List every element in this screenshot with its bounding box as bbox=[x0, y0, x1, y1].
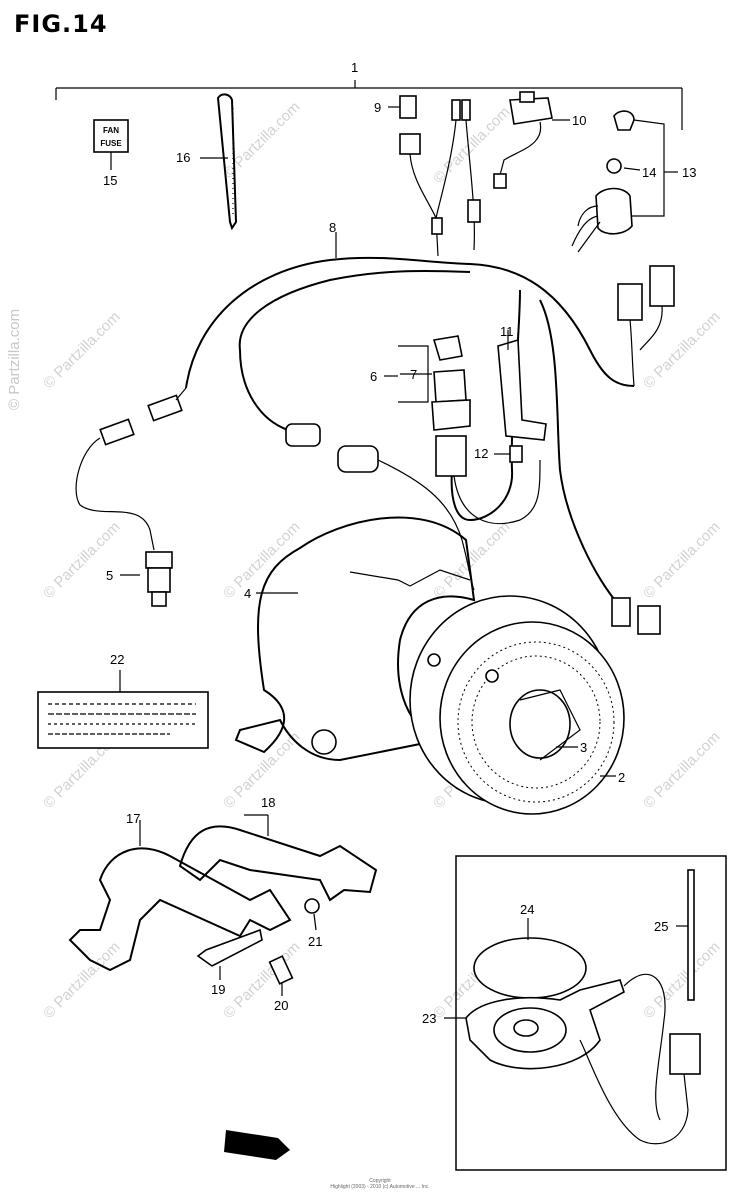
callout-4: 4 bbox=[244, 586, 251, 601]
footer-line-2: Highlight (2003) - 2010 (c) Automotive .… bbox=[330, 1184, 430, 1190]
relay-part bbox=[384, 335, 541, 525]
callout-15: 15 bbox=[103, 173, 117, 188]
callout-8: 8 bbox=[329, 220, 336, 235]
callout-12: 12 bbox=[474, 446, 488, 461]
callout-17: 17 bbox=[126, 811, 140, 826]
forward-arrow-icon bbox=[224, 1130, 290, 1160]
fan-fuse-label: FAN FUSE bbox=[93, 119, 129, 170]
callout-23: 23 bbox=[422, 1011, 436, 1026]
callout-1: 1 bbox=[351, 60, 358, 75]
fuse-label-line2: FUSE bbox=[100, 139, 122, 148]
relay-bracket-part bbox=[494, 330, 547, 463]
callout-21: 21 bbox=[308, 934, 322, 949]
thermo-switch-part bbox=[120, 551, 173, 607]
figure-title: FIG.14 bbox=[14, 10, 108, 38]
bulb-socket-part bbox=[571, 110, 678, 253]
callout-11: 11 bbox=[500, 324, 514, 339]
callout-19: 19 bbox=[211, 982, 225, 997]
callout-7: 7 bbox=[410, 367, 417, 382]
caution-label-part bbox=[37, 670, 209, 749]
callout-24: 24 bbox=[520, 902, 534, 917]
callout-5: 5 bbox=[106, 568, 113, 583]
callout-3: 3 bbox=[580, 740, 587, 755]
callout-20: 20 bbox=[274, 998, 288, 1013]
mounting-bracket-part bbox=[68, 814, 378, 996]
fuse-label-line1: FAN bbox=[103, 126, 119, 135]
fan-motor-part bbox=[409, 595, 625, 815]
callout-14: 14 bbox=[642, 165, 656, 180]
callout-22: 22 bbox=[110, 652, 124, 667]
callout-6: 6 bbox=[370, 369, 377, 384]
callout-10: 10 bbox=[572, 113, 586, 128]
callout-13: 13 bbox=[682, 165, 696, 180]
copyright-footer: Copyright Highlight (2003) - 2010 (c) Au… bbox=[280, 1178, 480, 1190]
main-wire-harness bbox=[75, 232, 675, 635]
callout-16: 16 bbox=[176, 150, 190, 165]
wire-clamp-part bbox=[200, 93, 238, 231]
harness-top-connectors bbox=[388, 91, 570, 257]
callout-25: 25 bbox=[654, 919, 668, 934]
callout-18: 18 bbox=[261, 795, 275, 810]
callout-9: 9 bbox=[374, 100, 381, 115]
footer-line-1: Copyright bbox=[369, 1178, 391, 1184]
callout-2: 2 bbox=[618, 770, 625, 785]
group-bracket bbox=[55, 80, 683, 130]
inset-box bbox=[444, 855, 727, 1171]
